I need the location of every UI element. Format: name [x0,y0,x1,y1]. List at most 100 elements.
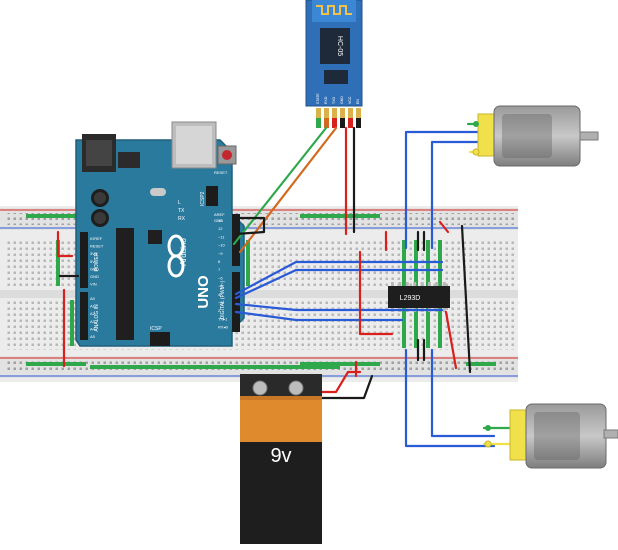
arduino-brand-label: Arduino [179,238,188,266]
aref-label: AREF [214,212,225,217]
bluetooth-pin-connector [340,118,345,128]
analog-pin-label: A1 [90,304,96,309]
digital-pin-label: 8 [218,259,221,264]
bluetooth-pin-connector [316,118,321,128]
digital-pin-label: ~3 [218,300,223,305]
analog-label: ANALOG IN [94,304,100,332]
digital-pin-label: ~6 [218,275,223,280]
hc05-label: HC-05 [336,36,343,56]
power-label: POWER [94,252,100,271]
arduino-model-label: UNO [195,275,212,309]
wire-black-long [460,224,472,374]
chip-leg [413,282,417,286]
icsp2-label: ICSP2 [200,191,206,206]
battery-terminal [252,380,268,396]
battery-lead-black [308,374,374,400]
power-pin-label: RESET [90,244,104,249]
analog-pin-label: A5 [90,334,96,339]
bluetooth-pin-label: VCC [348,96,352,104]
chip-leg [442,308,446,312]
rx-label: RX [178,216,186,222]
icsp-header [150,332,170,346]
analog-pin-label: A3 [90,319,96,324]
wire-blue-motor-bottom-a [404,348,496,448]
bluetooth-pin [340,108,345,118]
digital-pin-label: ~10 [218,243,226,248]
arduino-logo-icon [167,234,185,278]
wire-blue-motor-bottom-b [430,348,496,438]
chip-leg [442,282,446,286]
wire-blue-motor-top-a [404,130,496,250]
power-pin-label: GND [90,274,99,279]
wire-blue-3 [234,302,444,312]
arduino-board: UNO Arduino DIGITAL (PWM~) POWER ANALOG … [75,121,245,347]
chip-leg [420,282,424,286]
battery-terminal [288,380,304,396]
power-pin-label: VIN [90,282,97,287]
power-pin-label: 3V3 [90,251,98,256]
wire-blue-2 [234,268,444,300]
bluetooth-pin [356,108,361,118]
motor-top [472,105,599,167]
analog-pin-label: A2 [90,311,96,316]
battery-9v: 9v [240,374,322,544]
bluetooth-module: HC-05 STATE RXD TXD GND VCC EN [305,0,363,128]
digital-pin-label: ~9 [218,251,223,256]
icsp-label: ICSP [150,326,162,332]
bluetooth-pin [332,108,337,118]
chip-leg [398,282,402,286]
bluetooth-pin-connector [324,118,329,128]
bluetooth-pin-connector [356,118,361,128]
wire-red-rail-4 [444,310,458,370]
bluetooth-pin-label: STATE [316,93,320,104]
chip-leg [405,282,409,286]
digital-pin-label: ~11 [218,234,225,239]
gnd-label: GND [214,218,223,223]
bluetooth-pin-connector [348,118,353,128]
power-pin-label: GND [90,266,99,271]
digital-pin-label: 7 [218,267,221,272]
wire-red-chip [358,250,394,336]
l-label: L [178,200,181,206]
motor-driver-chip: L293D [388,282,450,312]
wire-green-tx [232,126,328,246]
microcontroller-chip [116,228,134,340]
bluetooth-pin [348,108,353,118]
bluetooth-pin-label: RXD [324,96,328,104]
digital-pin-label: 4 [218,292,221,297]
bluetooth-pin [316,108,321,118]
digital-pin-label: TX▸1 [218,316,228,321]
reset-label: RESET [214,170,228,175]
bluetooth-pin-label: GND [340,96,344,104]
wire-blue-1 [234,260,444,296]
wires [56,122,512,448]
digital-pin-label: RX◂0 [218,325,229,330]
analog-pin-label: A0 [90,296,96,301]
chip-leg [391,282,394,286]
bluetooth-pin-label: EN [356,99,360,104]
chip-leg [428,282,431,286]
wire-blue-motor-top-b [430,140,496,250]
bluetooth-pin [324,108,329,118]
wire-black-gnd2 [234,216,266,236]
digital-header-bottom [232,272,240,332]
motor-bottom [484,403,618,469]
power-header [80,232,88,288]
digital-pin-label: 12 [218,226,223,231]
power-pin-label: IOREF [90,236,103,241]
bluetooth-pin-label: TXD [332,97,336,104]
power-pin-label: 5V [90,259,95,264]
bluetooth-pin-header [316,108,361,128]
wire-orange-rx [238,126,338,254]
wire-blue-4 [234,310,404,322]
digital-label: DIGITAL (PWM~) [220,280,226,319]
antenna-icon [316,5,352,15]
digital-pin-label: 2 [218,308,221,313]
tx-label: TX [178,208,185,214]
digital-pin-label: 13 [218,218,223,223]
battery-label: 9v [270,445,291,467]
analog-header [80,292,88,340]
l293d-label: L293D [400,295,421,302]
